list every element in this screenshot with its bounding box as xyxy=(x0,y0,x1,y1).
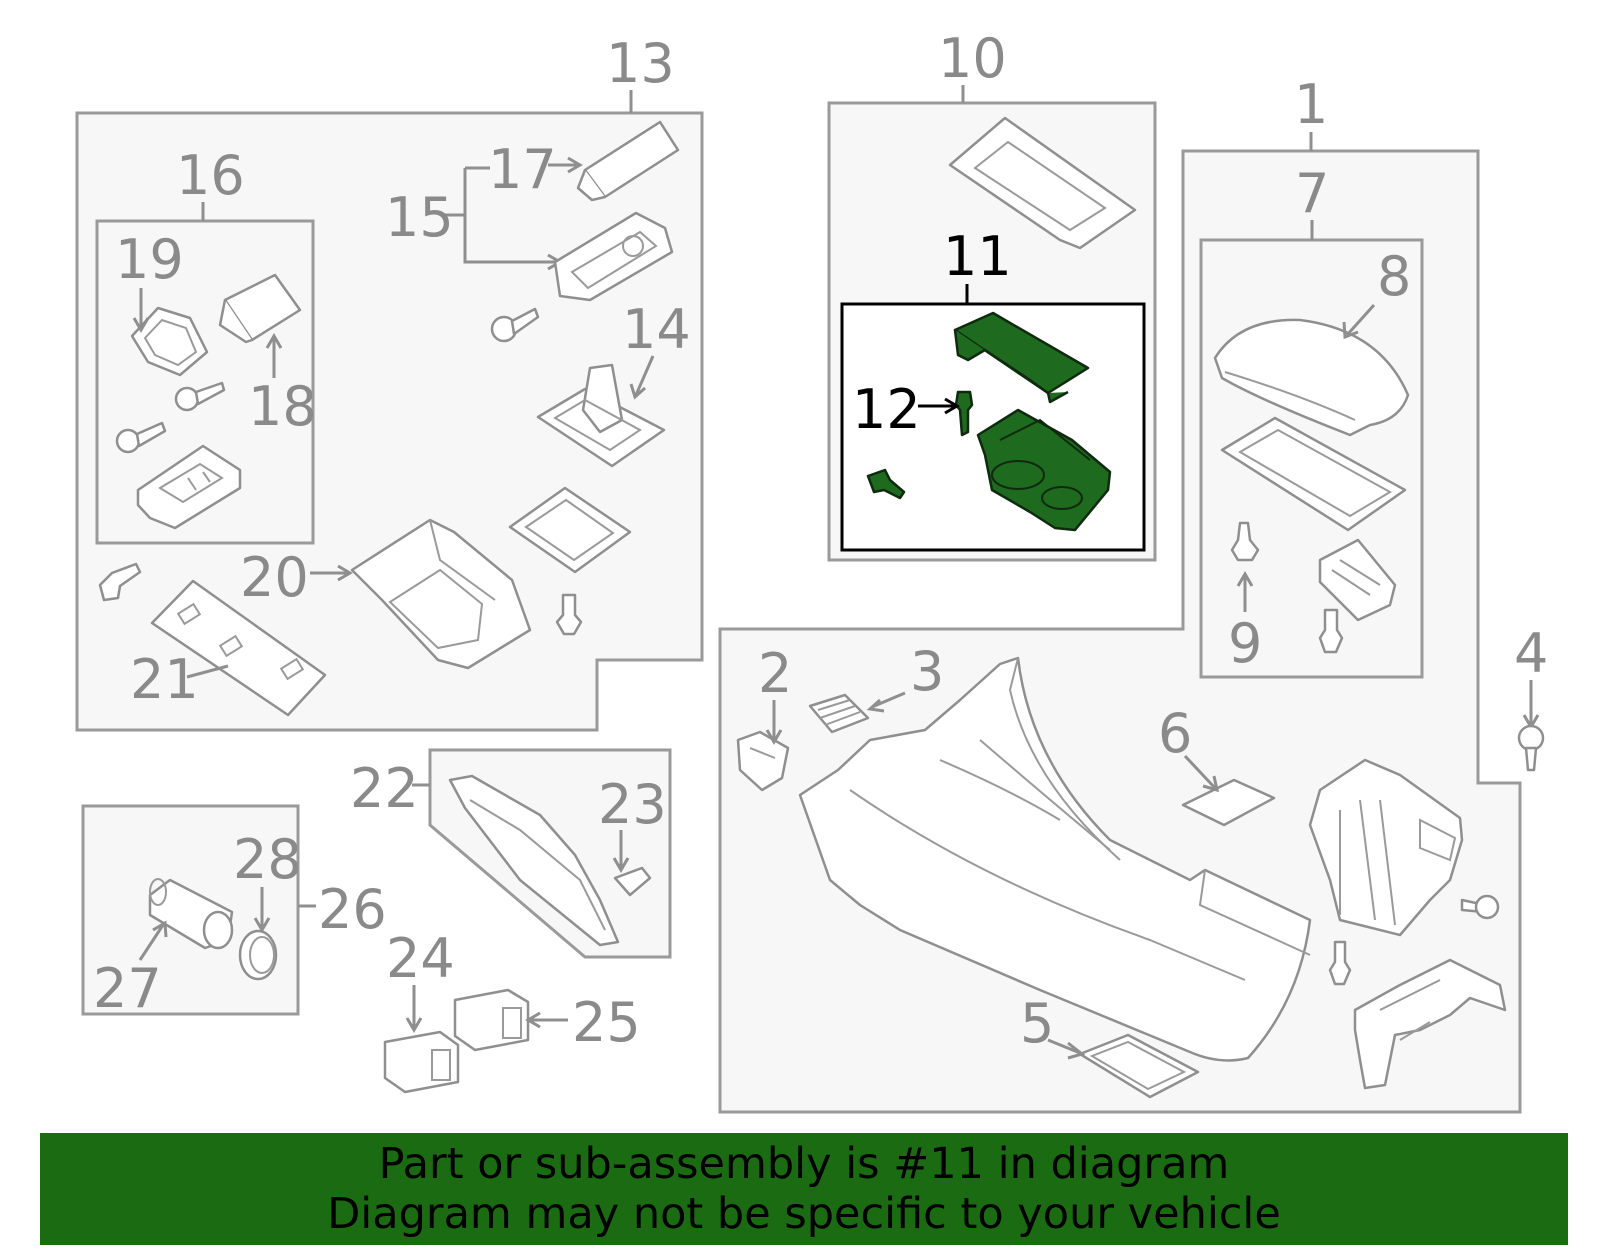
callout-8[interactable]: 8 xyxy=(1377,245,1411,308)
callout-18[interactable]: 18 xyxy=(248,375,317,438)
callout-13[interactable]: 13 xyxy=(606,32,675,95)
part-10-upper-trim[interactable] xyxy=(948,116,1137,250)
part-20-console-trim[interactable] xyxy=(350,518,532,670)
part-15-storage-tray[interactable] xyxy=(553,211,674,302)
callout-5[interactable]: 5 xyxy=(1020,992,1054,1055)
callout-19[interactable]: 19 xyxy=(115,228,184,291)
part-24-switch[interactable] xyxy=(383,1030,460,1094)
callout-27[interactable]: 27 xyxy=(93,957,162,1020)
part-27-socket[interactable] xyxy=(148,878,234,950)
part-shift-bezel-frame[interactable] xyxy=(508,486,632,574)
callout-16[interactable]: 16 xyxy=(176,144,245,207)
part-rear-housing[interactable] xyxy=(1308,758,1464,937)
callout-24[interactable]: 24 xyxy=(386,927,455,990)
part-28-cap[interactable] xyxy=(238,929,278,981)
callout-11[interactable]: 11 xyxy=(943,225,1012,288)
part-19-switch-bezel[interactable] xyxy=(130,306,209,377)
callout-3[interactable]: 3 xyxy=(910,640,944,703)
callout-2[interactable]: 2 xyxy=(758,642,792,705)
callout-17[interactable]: 17 xyxy=(488,138,557,201)
part-11-cupholder[interactable] xyxy=(976,408,1112,532)
callout-4[interactable]: 4 xyxy=(1514,622,1548,685)
part-screw-14[interactable] xyxy=(555,593,583,636)
callout-6[interactable]: 6 xyxy=(1158,702,1192,765)
part-4-clip[interactable] xyxy=(1517,724,1545,772)
part-9-screw[interactable] xyxy=(1230,521,1260,562)
part-screw-rear-a[interactable] xyxy=(1460,894,1500,920)
part-5-mat[interactable] xyxy=(1078,1033,1200,1099)
part-14-shift-boot[interactable] xyxy=(536,363,666,468)
part-armrest-base[interactable] xyxy=(1220,416,1407,532)
part-18-switch[interactable] xyxy=(218,273,302,344)
banner-line-2: Diagram may not be specific to your vehi… xyxy=(327,1189,1281,1239)
callout-12[interactable]: 12 xyxy=(852,378,921,441)
callout-21[interactable]: 21 xyxy=(130,648,199,711)
part-screw-21[interactable] xyxy=(98,562,142,602)
part-screw-rear-b[interactable] xyxy=(1328,940,1352,986)
callout-10[interactable]: 10 xyxy=(938,27,1007,90)
part-8-armrest-lid[interactable] xyxy=(1213,318,1410,437)
callout-14[interactable]: 14 xyxy=(622,298,691,361)
callout-7[interactable]: 7 xyxy=(1295,162,1329,225)
callout-20[interactable]: 20 xyxy=(240,546,309,609)
callout-28[interactable]: 28 xyxy=(233,828,302,891)
part-3-vent[interactable] xyxy=(808,693,870,734)
part-rear-bracket[interactable] xyxy=(1353,958,1507,1090)
part-22-side-panel[interactable] xyxy=(448,774,620,947)
part-usb-hdmi-module[interactable] xyxy=(136,444,242,530)
callout-23[interactable]: 23 xyxy=(598,773,667,836)
part-23-clip[interactable] xyxy=(613,866,652,897)
part-21-switch-panel[interactable] xyxy=(150,579,327,717)
part-screw-7[interactable] xyxy=(1318,608,1344,654)
part-1-console-body[interactable] xyxy=(798,656,1312,1062)
part-hinge-bracket[interactable] xyxy=(1318,538,1397,622)
callout-1[interactable]: 1 xyxy=(1294,73,1328,136)
callout-26[interactable]: 26 xyxy=(318,878,387,941)
info-banner: Part or sub-assembly is #11 in diagram D… xyxy=(40,1133,1568,1245)
part-11-cupholder-lid[interactable] xyxy=(953,311,1090,404)
banner-line-1: Part or sub-assembly is #11 in diagram xyxy=(378,1139,1230,1189)
callout-15[interactable]: 15 xyxy=(385,186,454,249)
part-screw-16b[interactable] xyxy=(115,421,167,454)
callout-25[interactable]: 25 xyxy=(572,991,641,1054)
part-25-switch[interactable] xyxy=(453,988,530,1052)
callout-9[interactable]: 9 xyxy=(1228,612,1262,675)
callout-22[interactable]: 22 xyxy=(350,757,419,820)
part-11-screw[interactable] xyxy=(866,468,906,500)
part-17-lid[interactable] xyxy=(576,120,680,202)
part-2-clip[interactable] xyxy=(736,730,790,792)
part-screw-15[interactable] xyxy=(490,307,540,343)
part-screw-16a[interactable] xyxy=(174,381,226,412)
